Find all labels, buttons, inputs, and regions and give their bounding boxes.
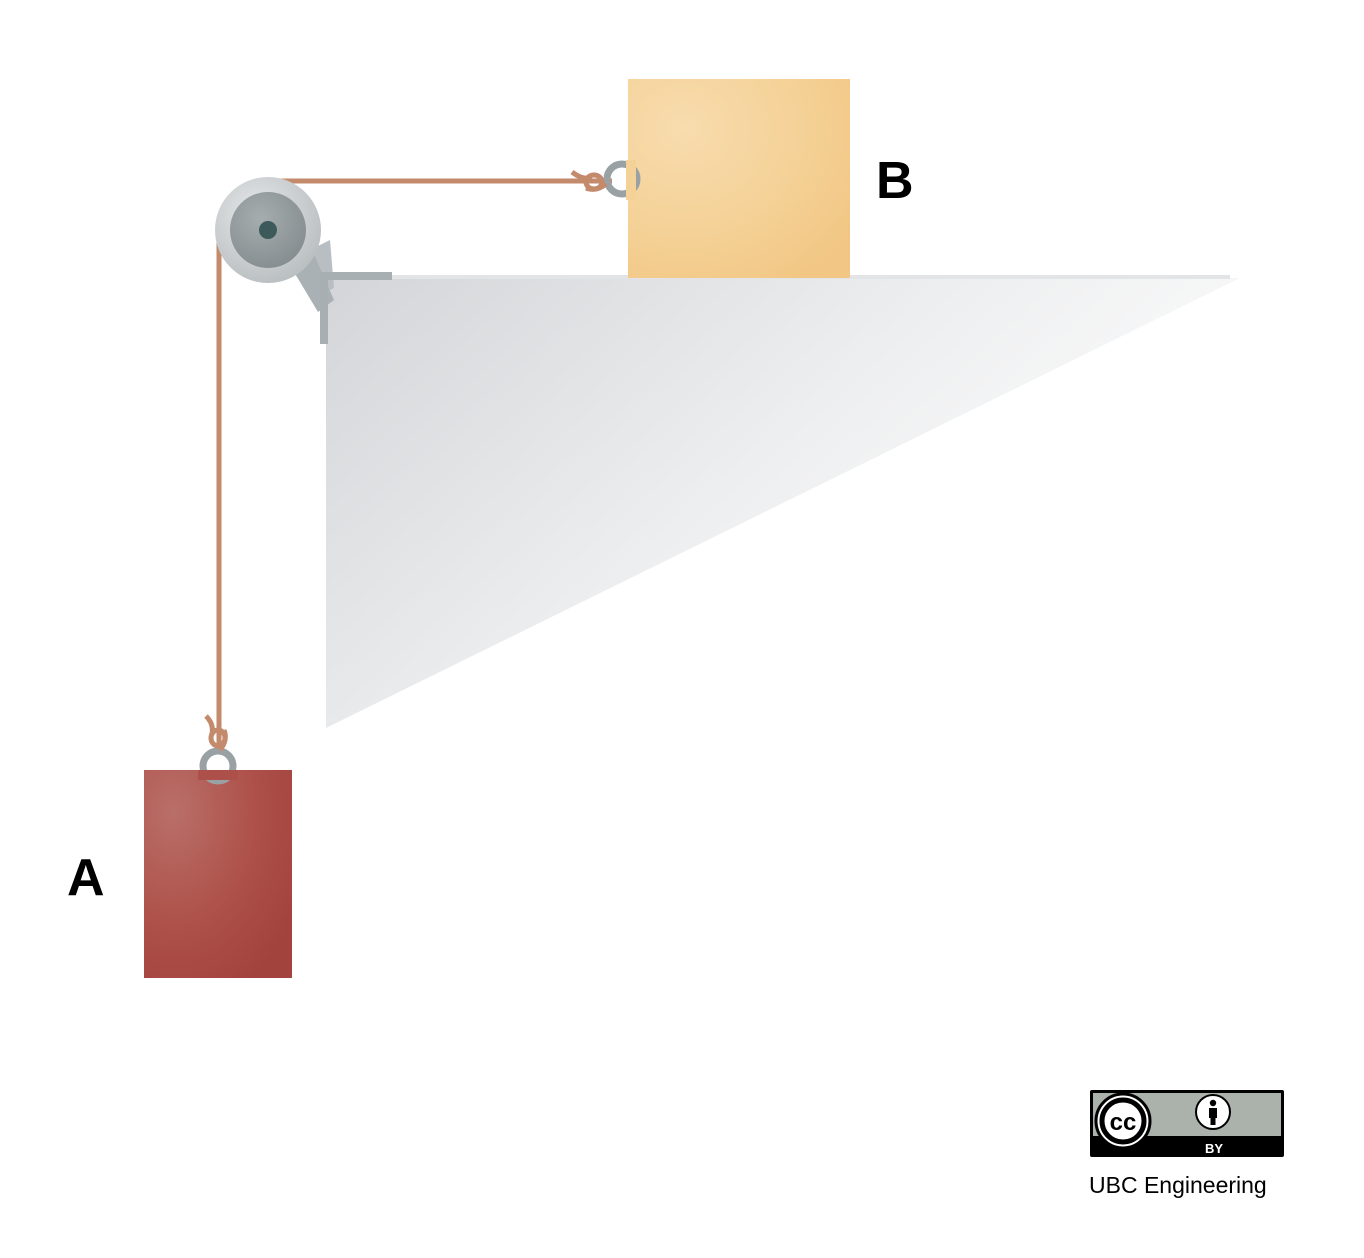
label-block-a: A	[67, 849, 105, 907]
knot-b	[570, 170, 608, 192]
eye-hook-b	[603, 160, 641, 200]
cc-symbol-text: cc	[1110, 1109, 1137, 1136]
by-label: BY	[1205, 1141, 1223, 1156]
label-block-b: B	[876, 152, 914, 210]
block-a	[144, 770, 292, 978]
table-surface	[326, 278, 1240, 728]
attribution-person-icon	[1195, 1094, 1231, 1130]
block-b	[628, 79, 850, 278]
cc-by-badge: cc BY	[1090, 1090, 1284, 1157]
knot-a	[204, 714, 228, 752]
credit-text: UBC Engineering	[1089, 1172, 1267, 1198]
pulley-wheel	[215, 177, 321, 283]
eye-hook-a	[198, 747, 238, 785]
